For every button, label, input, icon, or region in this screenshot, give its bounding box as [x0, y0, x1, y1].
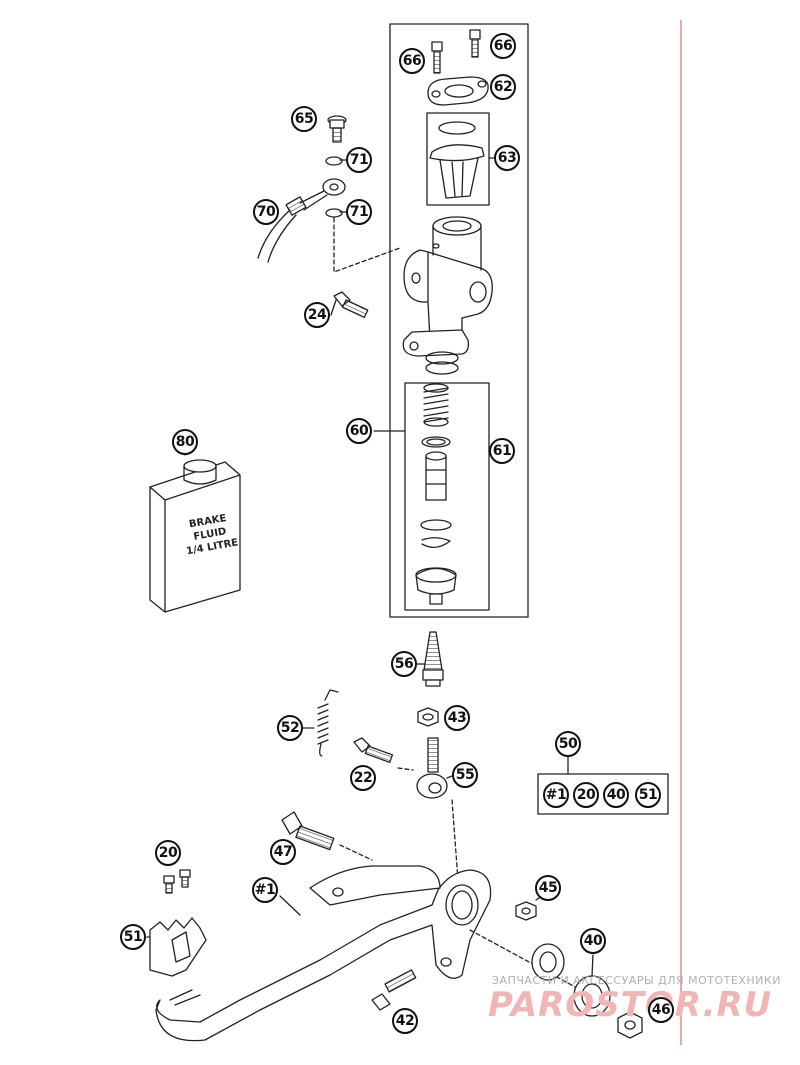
- callout-22: 22: [350, 765, 376, 791]
- piston-kit-frame: [404, 382, 490, 611]
- reservoir-cover-62: [427, 76, 489, 106]
- watermark-logo: PAROSTOR.RU: [488, 985, 773, 1025]
- footpeg-51: [146, 917, 207, 977]
- callout-66a: 66: [399, 48, 425, 74]
- callout-71b: 71: [346, 199, 372, 225]
- callout-71a: 71: [346, 147, 372, 173]
- piston-kit-61: [415, 383, 457, 605]
- callout-61: 61: [489, 438, 515, 464]
- callout-60: 60: [346, 418, 372, 444]
- callout-62: 62: [490, 74, 516, 100]
- callout-66b: 66: [490, 33, 516, 59]
- brake-fluid-can-80: [149, 441, 241, 613]
- callout-50: 50: [555, 731, 581, 757]
- callout-55: 55: [452, 762, 478, 788]
- screw-66-left: [431, 41, 443, 74]
- nut-46: [617, 1011, 643, 1039]
- callout-kit20: 20: [573, 782, 599, 808]
- callout-43: 43: [444, 705, 470, 731]
- spring-52: [302, 689, 339, 757]
- screw-66-right: [469, 29, 481, 58]
- callout-51: 51: [120, 924, 146, 950]
- fork-55: [416, 737, 453, 799]
- bolt-42: [371, 969, 417, 1011]
- screws-20: [163, 869, 191, 894]
- callout-65: 65: [291, 106, 317, 132]
- callout-47: 47: [270, 839, 296, 865]
- callout-56: 56: [391, 651, 417, 677]
- washer-71-top: [325, 156, 343, 166]
- bolt-24: [330, 291, 369, 319]
- nut-43: [417, 707, 439, 727]
- callout-70: 70: [253, 199, 279, 225]
- callout-20: 20: [155, 840, 181, 866]
- washer-71-bottom: [325, 208, 343, 218]
- callout-kit1: #1: [543, 782, 569, 808]
- reservoir-frame: [426, 112, 490, 206]
- bolt-47: [281, 811, 335, 851]
- bearing-40: [531, 943, 611, 1017]
- callout-46: 46: [648, 997, 674, 1023]
- kit-box-50: [537, 773, 669, 815]
- callout-40: 40: [580, 928, 606, 954]
- callout-lever1: #1: [252, 877, 278, 903]
- master-cylinder-group-frame: [389, 23, 529, 618]
- bolt-22: [353, 737, 394, 764]
- callout-52: 52: [277, 715, 303, 741]
- callout-kit51: 51: [635, 782, 661, 808]
- callout-45: 45: [535, 875, 561, 901]
- callout-24: 24: [304, 302, 330, 328]
- callout-80: 80: [172, 429, 198, 455]
- master-cylinder-body: [402, 216, 493, 375]
- callout-kit40: 40: [603, 782, 629, 808]
- callout-63: 63: [494, 145, 520, 171]
- watermark-tagline: ЗАПЧАСТИ И АКСЕССУАРЫ ДЛЯ МОТОТЕХНИКИ: [492, 974, 781, 987]
- nut-45: [515, 891, 549, 921]
- adjuster-screw-56: [416, 631, 444, 687]
- brake-hose-70: [257, 178, 346, 263]
- brake-lever: [155, 865, 492, 1042]
- reservoir-63: [429, 121, 485, 199]
- callout-42: 42: [392, 1008, 418, 1034]
- banjo-bolt-65: [327, 115, 347, 143]
